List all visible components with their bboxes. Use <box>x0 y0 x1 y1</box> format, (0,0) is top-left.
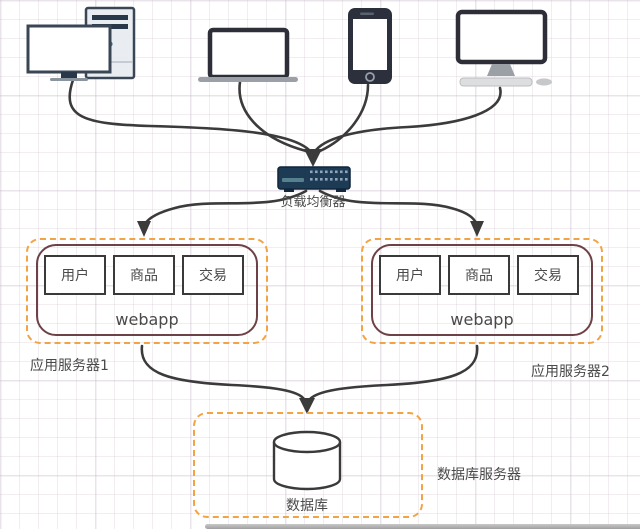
server1-module-trade: 交易 <box>182 255 244 295</box>
arrow-desktop-to-lb <box>68 78 311 152</box>
loadbalancer-to-server-arrows <box>137 189 484 237</box>
arrow-imac-to-lb <box>314 86 502 152</box>
arrow-lb-to-server2 <box>318 189 479 226</box>
app-server-1-webapp-container <box>36 244 258 336</box>
arrow-phone-to-lb <box>318 83 370 153</box>
server1-module-user: 用户 <box>44 255 106 295</box>
arrowhead-into-server1 <box>137 221 151 237</box>
imac-desktop-icon <box>455 9 552 87</box>
arrow-server2-to-db <box>308 344 479 401</box>
server2-module-trade: 交易 <box>517 255 579 295</box>
desktop-pc-icon <box>26 6 136 81</box>
arrowhead-into-lb <box>304 149 322 167</box>
server2-module-user: 用户 <box>379 255 441 295</box>
arrow-server1-to-db <box>140 344 306 401</box>
app-server-1-group <box>26 238 268 344</box>
arrowhead-into-server2 <box>470 221 484 237</box>
database-server-label: 数据库服务器 <box>437 467 521 483</box>
server-to-database-arrows <box>140 344 479 414</box>
server2-webapp-label: webapp <box>450 310 514 329</box>
laptop-icon <box>198 27 298 82</box>
server1-label: 应用服务器1 <box>30 358 109 374</box>
database-label: 数据库 <box>286 498 328 514</box>
app-server-2-group <box>361 238 603 344</box>
network-switch-icon <box>277 166 351 192</box>
app-server-2-webapp-container <box>371 244 593 336</box>
server2-module-product: 商品 <box>448 255 510 295</box>
server2-label: 应用服务器2 <box>531 364 610 380</box>
database-server-group <box>193 412 423 518</box>
load-balancer-label: 负载均衡器 <box>280 195 346 210</box>
server1-webapp-label: webapp <box>115 310 179 329</box>
bottom-scrollbar[interactable] <box>205 524 640 529</box>
server1-module-product: 商品 <box>113 255 175 295</box>
database-cylinder-icon <box>272 430 342 491</box>
arrow-lb-to-server1 <box>143 189 308 226</box>
arrowhead-into-db <box>299 398 315 414</box>
client-to-loadbalancer-arrows <box>68 78 502 167</box>
smartphone-icon <box>348 8 392 84</box>
arrow-laptop-to-lb <box>238 80 308 153</box>
